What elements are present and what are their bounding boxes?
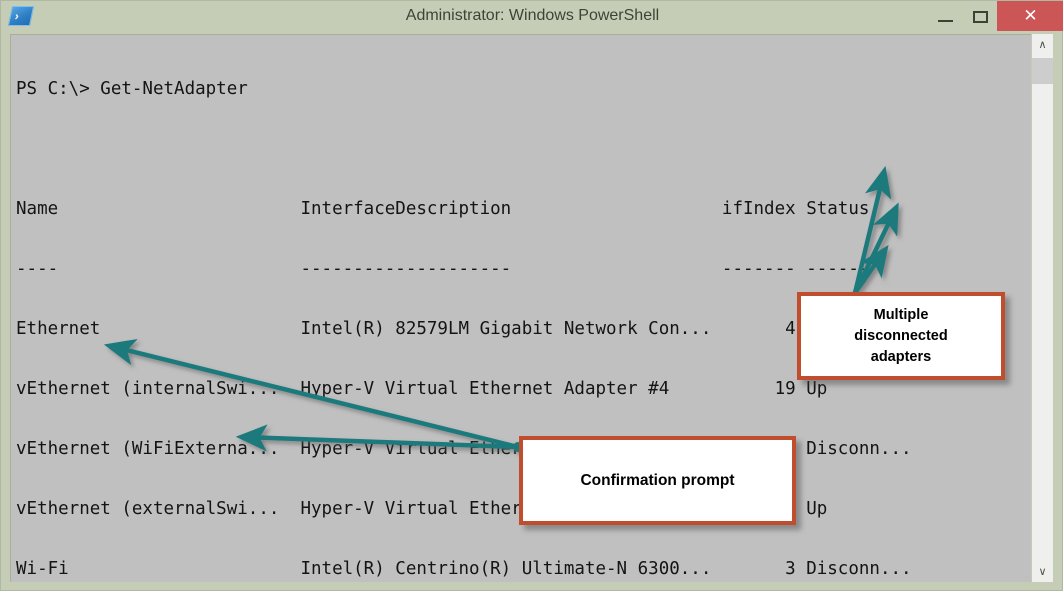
scroll-up-icon[interactable]: ∧ [1038,38,1047,51]
callout-line-2: disconnected [854,327,948,344]
table-row: vEthernet (internalSwi... Hyper-V Virtua… [16,379,828,399]
callout-line-3: adapters [870,348,932,365]
table-row: Ethernet Intel(R) 82579LM Gigabit Networ… [16,319,828,339]
minimize-icon [938,20,953,22]
close-icon: ✕ [1023,6,1038,25]
window-titlebar[interactable]: › Administrator: Windows PowerShell ✕ [1,1,1063,31]
window-title: Administrator: Windows PowerShell [405,7,660,24]
console-line-blank [16,139,912,159]
maximize-button[interactable] [965,1,997,31]
maximize-icon [973,11,988,23]
callout-line-1: Multiple [873,306,929,323]
table-header-rule: ---- -------------------- ------- ------ [16,259,870,279]
console-scrollbar[interactable]: ∧ ∨ [1031,34,1053,582]
callout-confirmation-prompt: Confirmation prompt [519,436,796,525]
close-button[interactable]: ✕ [997,1,1063,31]
console-line-command-1: PS C:\> Get-NetAdapter [16,79,248,99]
table-row: Wi-Fi Intel(R) Centrino(R) Ultimate-N 63… [16,559,912,579]
callout-multiple-disconnected-adapters: Multiple disconnected adapters [797,292,1005,380]
scrollbar-thumb[interactable] [1032,58,1053,84]
minimize-button[interactable] [927,1,965,31]
scroll-down-icon[interactable]: ∨ [1038,565,1047,578]
table-header-row: Name InterfaceDescription ifIndex Status [16,199,870,219]
callout-label: Confirmation prompt [580,471,735,489]
